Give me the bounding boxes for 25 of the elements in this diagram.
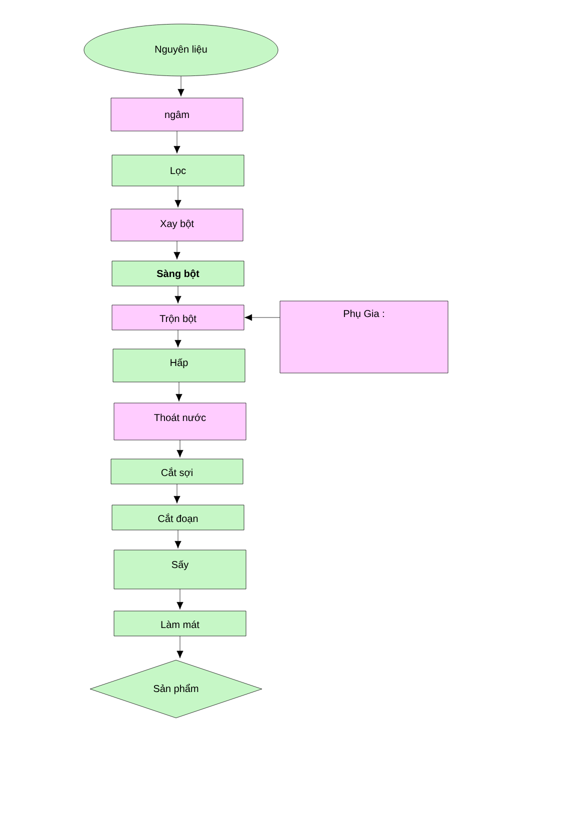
arrow (174, 330, 182, 348)
process-box: Làm mát (114, 610, 246, 636)
arrow (176, 588, 184, 610)
process-box: Lọc (112, 154, 244, 186)
process-box: Xay bột (110, 208, 244, 242)
process-box: Hấp (112, 348, 246, 382)
additive-box: Phụ Gia : (280, 300, 448, 374)
process-box: Sấy (114, 550, 246, 590)
process-box: Cắt đoạn (112, 504, 244, 530)
process-box: Thoát nước (114, 402, 246, 440)
process-box: ngâm (110, 98, 244, 132)
arrow (174, 186, 182, 208)
process-box: Cắt sợi (110, 458, 244, 484)
process-box: Sàng bột (112, 260, 244, 286)
arrow (176, 440, 184, 458)
arrow (174, 530, 182, 548)
arrow (244, 314, 280, 321)
arrow (176, 382, 182, 402)
arrow (176, 636, 184, 658)
arrow (174, 130, 180, 154)
arrow (174, 286, 182, 304)
arrow (178, 76, 184, 96)
process-box: Trộn bột (112, 304, 244, 330)
arrow (174, 240, 180, 260)
arrow (174, 484, 180, 504)
